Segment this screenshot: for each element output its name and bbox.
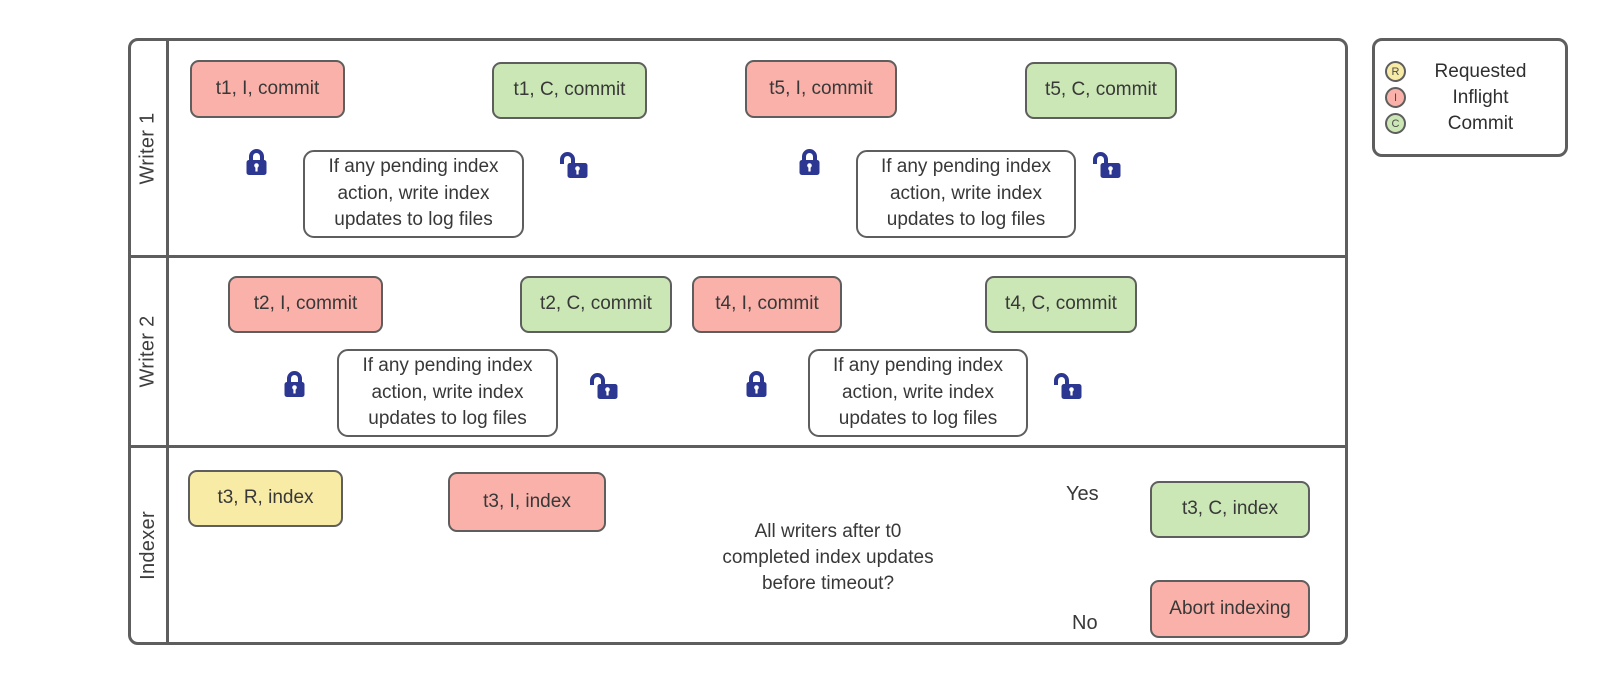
node-abort-indexing: Abort indexing bbox=[1150, 580, 1310, 638]
lane-divider-2 bbox=[129, 445, 1347, 448]
lane-label-indexer: Indexer bbox=[128, 448, 168, 643]
lane-divider-1 bbox=[129, 255, 1347, 258]
node-t4-commit: t4, C, commit bbox=[985, 276, 1137, 333]
node-t3-requested: t3, R, index bbox=[188, 470, 343, 527]
node-t4-inflight: t4, I, commit bbox=[692, 276, 842, 333]
legend-row-commit: C Commit bbox=[1385, 113, 1555, 135]
open-lock-icon bbox=[560, 152, 588, 178]
legend: R Requested I Inflight C Commit bbox=[1372, 38, 1568, 157]
node-t3-inflight: t3, I, index bbox=[448, 472, 606, 532]
process-note-t4: If any pending index action, write index… bbox=[808, 349, 1028, 437]
node-t1-commit: t1, C, commit bbox=[492, 62, 647, 119]
open-lock-icon bbox=[1054, 373, 1082, 399]
commit-state-icon: C bbox=[1385, 113, 1406, 134]
legend-row-inflight: I Inflight bbox=[1385, 87, 1555, 109]
legend-row-requested: R Requested bbox=[1385, 61, 1555, 83]
node-t2-commit: t2, C, commit bbox=[520, 276, 672, 333]
closed-lock-icon bbox=[246, 149, 267, 175]
lane-label-text: Writer 1 bbox=[136, 111, 159, 185]
process-note-t1: If any pending index action, write index… bbox=[303, 150, 524, 238]
legend-label: Commit bbox=[1447, 112, 1514, 134]
inflight-state-icon: I bbox=[1385, 87, 1406, 108]
node-t2-inflight: t2, I, commit bbox=[228, 276, 383, 333]
closed-lock-icon bbox=[284, 371, 305, 397]
process-note-t2: If any pending index action, write index… bbox=[337, 349, 558, 437]
legend-label: Requested bbox=[1434, 60, 1527, 82]
pool-frame bbox=[128, 38, 1348, 645]
legend-label: Inflight bbox=[1452, 86, 1509, 108]
lane-label-writer1: Writer 1 bbox=[128, 41, 168, 255]
node-t5-commit: t5, C, commit bbox=[1025, 62, 1177, 119]
node-t5-inflight: t5, I, commit bbox=[745, 60, 897, 118]
lane-header-separator bbox=[166, 40, 169, 643]
lane-label-text: Indexer bbox=[136, 511, 159, 580]
open-lock-icon bbox=[1093, 152, 1121, 178]
open-lock-icon bbox=[590, 373, 618, 399]
requested-state-icon: R bbox=[1385, 61, 1406, 82]
yes-label: Yes bbox=[1066, 483, 1099, 505]
no-label: No bbox=[1072, 612, 1098, 634]
node-t3-commit: t3, C, index bbox=[1150, 481, 1310, 538]
process-note-t5: If any pending index action, write index… bbox=[856, 150, 1076, 238]
lane-label-text: Writer 2 bbox=[136, 315, 159, 388]
lane-label-writer2: Writer 2 bbox=[128, 258, 168, 445]
closed-lock-icon bbox=[746, 371, 767, 397]
decision-question: All writers after t0 completed index upd… bbox=[722, 521, 934, 595]
closed-lock-icon bbox=[799, 149, 820, 175]
node-t1-inflight: t1, I, commit bbox=[190, 60, 345, 118]
